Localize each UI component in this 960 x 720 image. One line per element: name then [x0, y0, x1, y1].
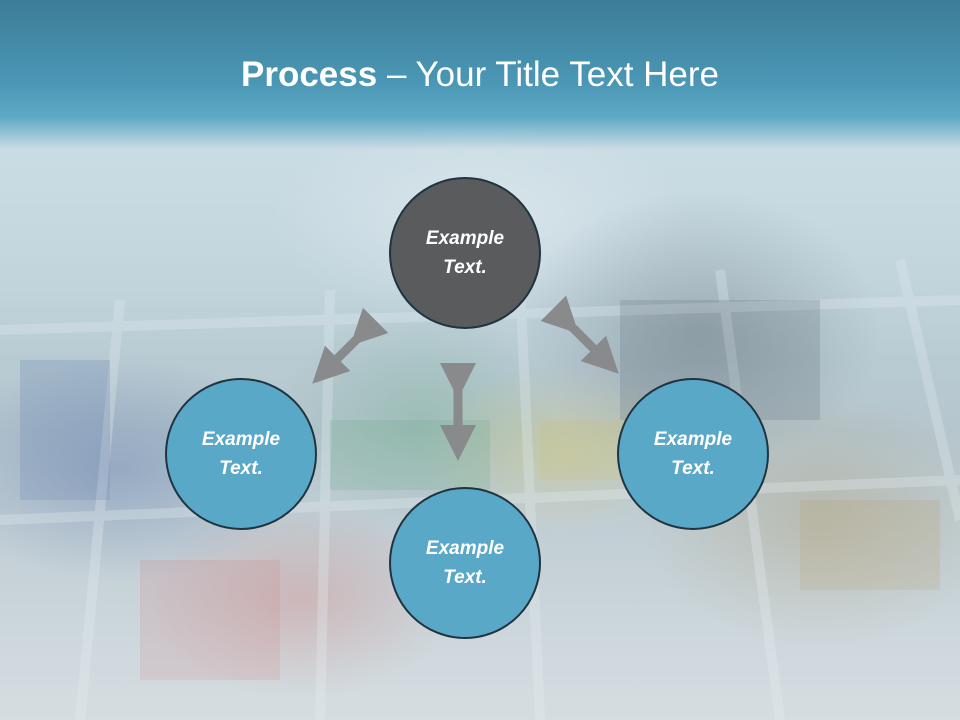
title-bar — [0, 0, 960, 150]
node-center-line1: Example — [425, 228, 505, 249]
arrow-top-left — [312, 307, 389, 384]
node-bottom-line1: Example — [425, 538, 505, 559]
node-center-line2: Text. — [443, 257, 487, 278]
node-bottom-line2: Text. — [443, 567, 487, 588]
node-right-line2: Text. — [671, 458, 715, 479]
title-bold: Process — [241, 55, 378, 94]
node-left-line2: Text. — [219, 458, 263, 479]
node-left-line1: Example — [201, 429, 281, 450]
slide-title: Process – Your Title Text Here — [0, 54, 960, 96]
node-right-line1: Example — [653, 429, 733, 450]
arrow-top-right — [540, 295, 619, 374]
title-rest: – Your Title Text Here — [377, 55, 719, 94]
